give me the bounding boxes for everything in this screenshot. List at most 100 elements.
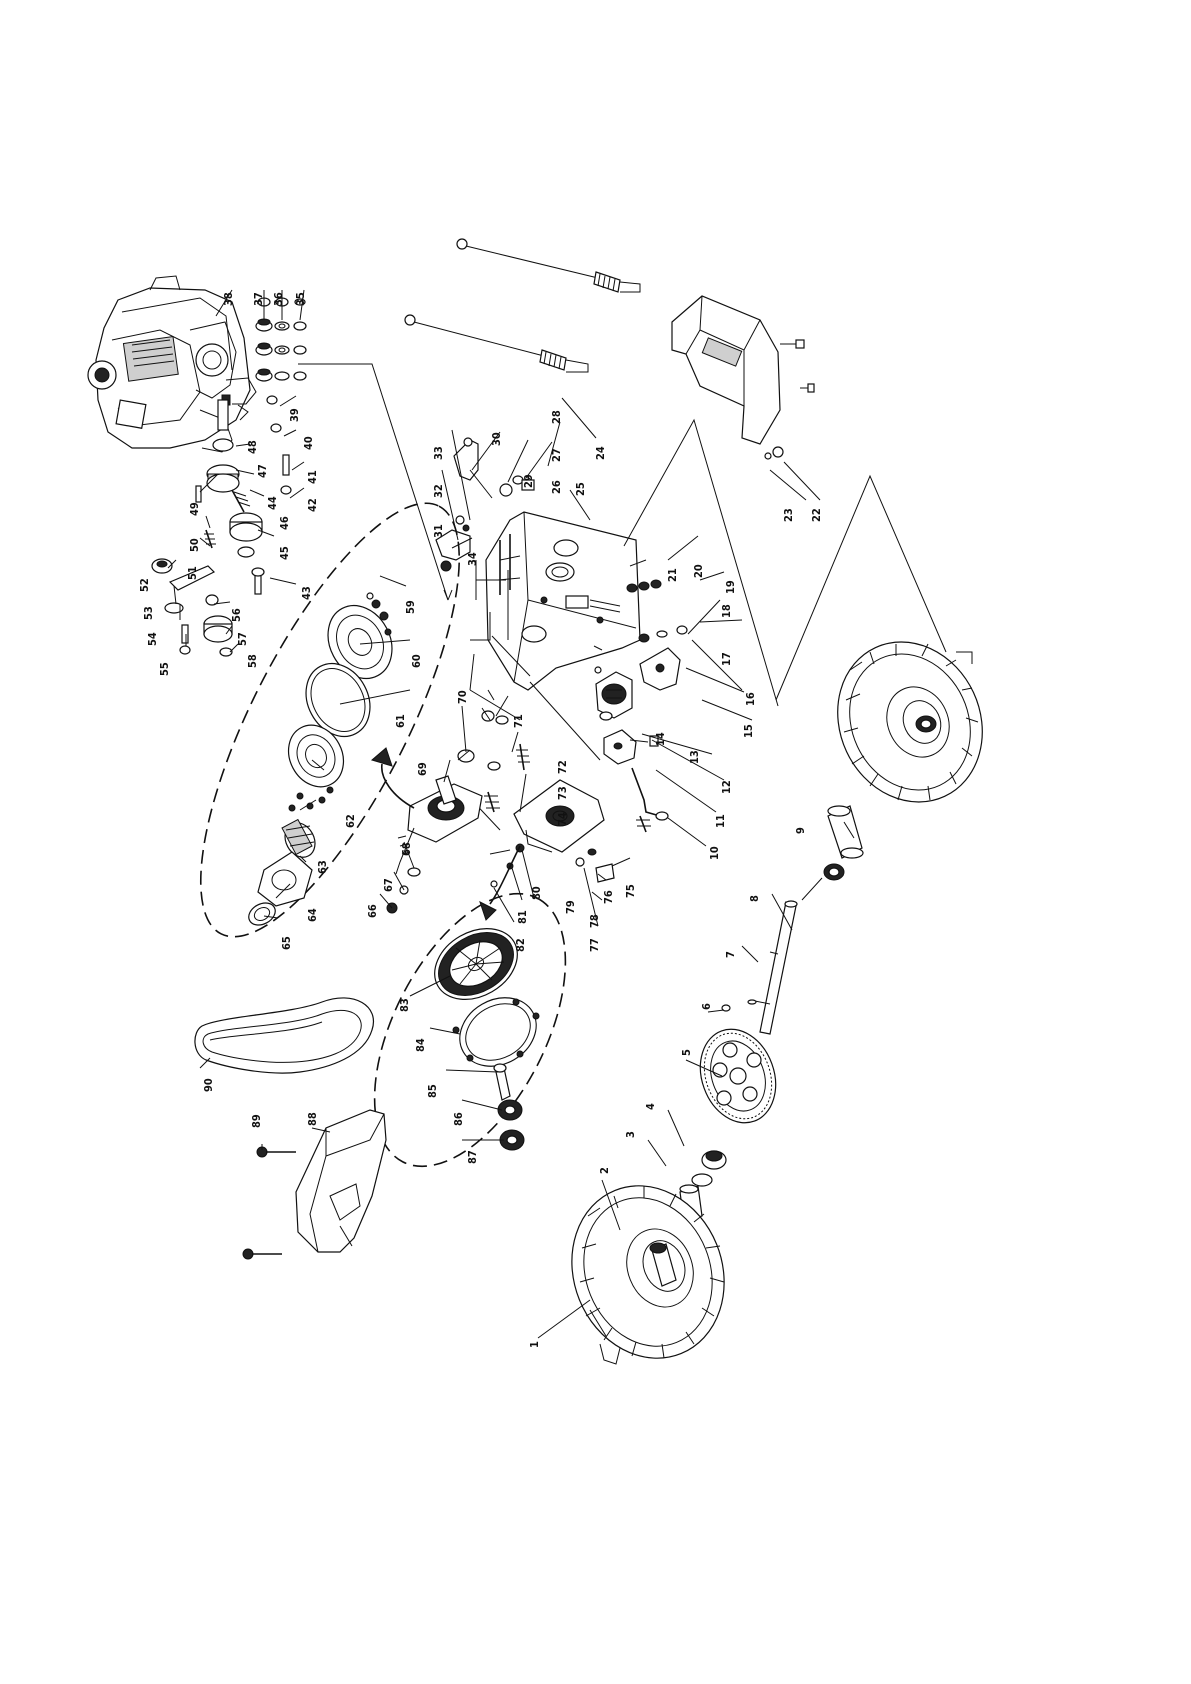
- belt-cover: [243, 1110, 386, 1259]
- callout-32: 32: [432, 484, 445, 498]
- callout-37: 37: [252, 292, 265, 306]
- right-wheel: [812, 618, 1008, 826]
- callout-40: 40: [302, 436, 315, 450]
- callout-56: 56: [230, 608, 243, 622]
- callout-76: 76: [602, 890, 615, 904]
- callout-88: 88: [306, 1112, 319, 1126]
- callout-36: 36: [272, 292, 285, 306]
- callout-26: 26: [550, 480, 563, 494]
- callout-18: 18: [720, 604, 733, 618]
- callout-17: 17: [720, 652, 733, 666]
- callout-15: 15: [742, 724, 755, 738]
- callout-30: 30: [490, 432, 503, 446]
- callout-61: 61: [394, 714, 407, 728]
- callout-8: 8: [748, 895, 761, 902]
- callout-89: 89: [250, 1114, 263, 1128]
- callout-31: 31: [432, 524, 445, 538]
- callout-27: 27: [550, 448, 563, 462]
- gearbox-frame: [470, 512, 640, 690]
- callout-41: 41: [306, 470, 319, 484]
- callout-58: 58: [246, 654, 259, 668]
- callout-82: 82: [514, 938, 527, 952]
- callout-23: 23: [782, 508, 795, 522]
- callout-13: 13: [688, 750, 701, 764]
- callout-44: 44: [266, 496, 279, 510]
- callout-48: 48: [246, 440, 259, 454]
- callout-81: 81: [516, 910, 529, 924]
- callout-80: 80: [530, 886, 543, 900]
- callout-33: 33: [432, 446, 445, 460]
- callout-46: 46: [278, 516, 291, 530]
- callout-49: 49: [188, 502, 201, 516]
- callout-10: 10: [708, 846, 721, 860]
- callout-25: 25: [574, 482, 587, 496]
- callout-75: 75: [624, 884, 637, 898]
- callout-64: 64: [306, 908, 319, 922]
- callout-78: 78: [588, 914, 601, 928]
- callout-72: 72: [556, 760, 569, 774]
- callout-68: 68: [400, 842, 413, 856]
- callout-79: 79: [564, 900, 577, 914]
- callout-35: 35: [294, 292, 307, 306]
- callout-55: 55: [158, 662, 171, 676]
- callout-29: 29: [522, 474, 535, 488]
- callout-42: 42: [306, 498, 319, 512]
- callout-45: 45: [278, 546, 291, 560]
- callout-6: 6: [700, 1003, 713, 1010]
- rear-cover: [672, 296, 814, 459]
- callout-19: 19: [724, 580, 737, 594]
- callout-74: 74: [556, 812, 569, 826]
- callout-3: 3: [624, 1131, 637, 1138]
- callout-47: 47: [256, 464, 269, 478]
- callout-52: 52: [138, 578, 151, 592]
- drive-belt: [195, 998, 374, 1073]
- callout-4: 4: [644, 1103, 657, 1110]
- callout-63: 63: [316, 860, 329, 874]
- callout-53: 53: [142, 606, 155, 620]
- callout-70: 70: [456, 690, 469, 704]
- callout-85: 85: [426, 1084, 439, 1098]
- callout-50: 50: [188, 538, 201, 552]
- callout-83: 83: [398, 998, 411, 1012]
- callout-24: 24: [594, 446, 607, 460]
- callout-20: 20: [692, 564, 705, 578]
- axle-gear: [688, 1019, 788, 1134]
- left-wheel: [546, 1163, 749, 1382]
- callout-51: 51: [186, 566, 199, 580]
- callout-62: 62: [344, 814, 357, 828]
- callout-28: 28: [550, 410, 563, 424]
- callout-77: 77: [588, 938, 601, 952]
- callout-90: 90: [202, 1078, 215, 1092]
- callout-9: 9: [794, 827, 807, 834]
- callout-69: 69: [416, 762, 429, 776]
- callout-59: 59: [404, 600, 417, 614]
- callout-66: 66: [366, 904, 379, 918]
- callout-16: 16: [744, 692, 757, 706]
- callout-73: 73: [556, 786, 569, 800]
- callout-5: 5: [680, 1049, 693, 1056]
- rotation-arrow-lower: [480, 846, 520, 920]
- drive-gear-assembly: [422, 914, 549, 1150]
- callout-54: 54: [146, 632, 159, 646]
- callout-39: 39: [288, 408, 301, 422]
- callout-87: 87: [466, 1150, 479, 1164]
- callout-67: 67: [382, 878, 395, 892]
- axle-assembly: [722, 806, 863, 1034]
- callout-22: 22: [810, 508, 823, 522]
- callout-65: 65: [280, 936, 293, 950]
- callout-1: 1: [528, 1341, 541, 1348]
- callout-7: 7: [724, 951, 737, 958]
- callout-84: 84: [414, 1038, 427, 1052]
- callout-86: 86: [452, 1112, 465, 1126]
- callout-2: 2: [598, 1167, 611, 1174]
- callout-labels: 1 2 3 4 5 6 7 8 9 10 11 12 13 14 15 16 1…: [138, 292, 823, 1348]
- callout-34: 34: [466, 552, 479, 566]
- callout-57: 57: [236, 632, 249, 646]
- engine-pulley-stack: [207, 396, 291, 594]
- callout-21: 21: [666, 568, 679, 582]
- rotation-arrow-upper: [372, 748, 414, 808]
- callout-43: 43: [300, 586, 313, 600]
- control-cables: [405, 239, 640, 372]
- callout-71: 71: [512, 714, 525, 728]
